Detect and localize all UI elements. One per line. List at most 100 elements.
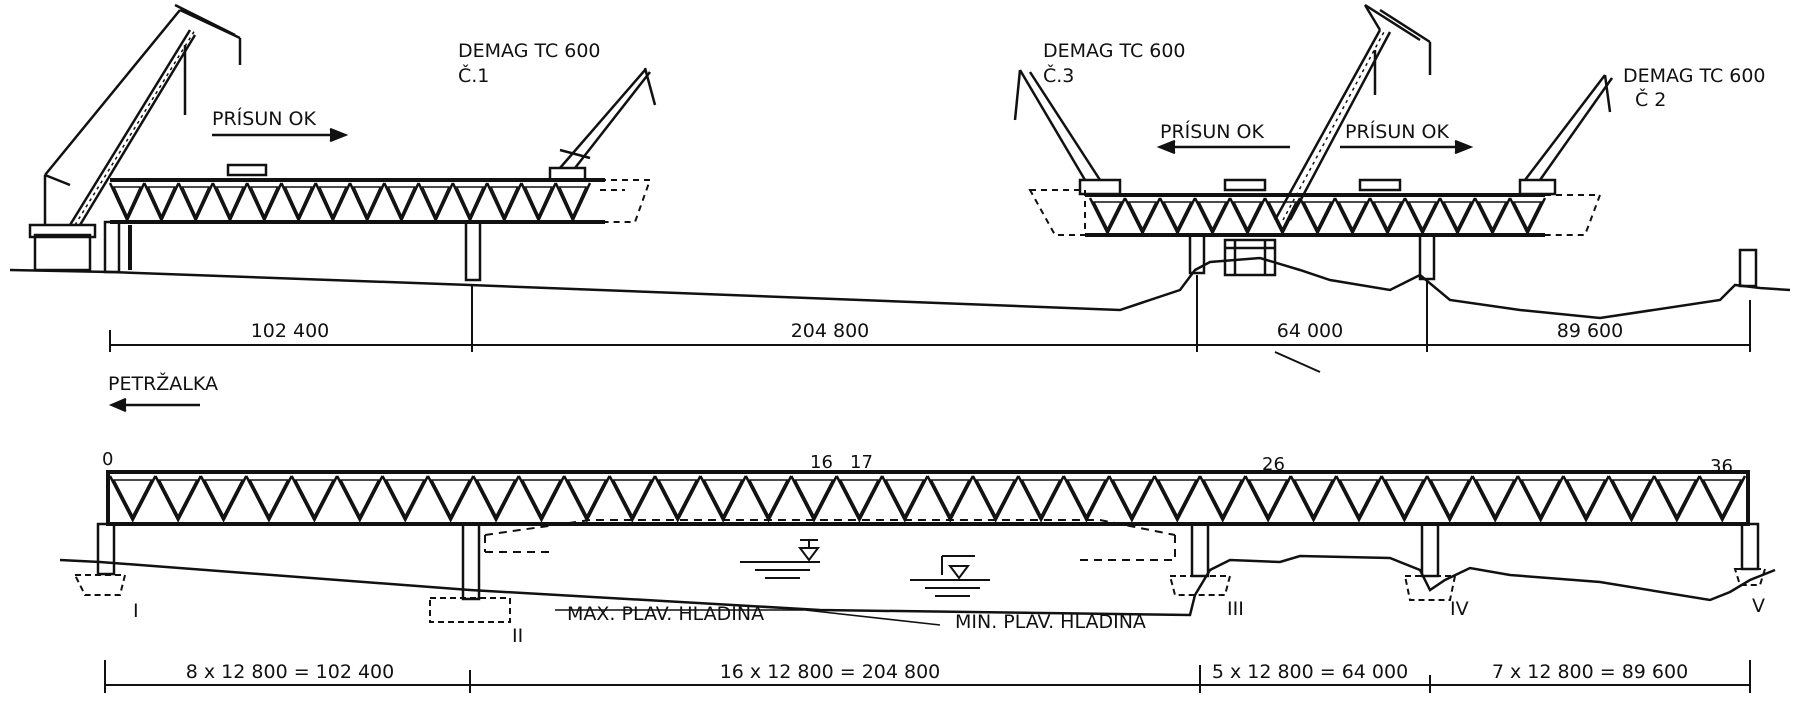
truss-panel bbox=[177, 182, 214, 223]
truss-panel bbox=[1228, 197, 1267, 236]
truss-panel bbox=[1193, 197, 1232, 236]
transport-load-left bbox=[226, 163, 268, 177]
truss-panel-inner bbox=[294, 479, 335, 518]
pier-label-4: IV bbox=[1450, 598, 1469, 620]
truss-panel bbox=[563, 475, 611, 523]
arrow-prisun-right bbox=[1340, 139, 1474, 155]
dim-bottom-4: 7 x 12 800 = 89 600 bbox=[1492, 661, 1688, 683]
truss-panel-inner bbox=[1127, 201, 1158, 231]
truss-panel bbox=[699, 475, 747, 523]
transport-load-right bbox=[1358, 178, 1402, 192]
truss-diagonals-bottom bbox=[108, 475, 1747, 523]
truss-panel bbox=[314, 182, 352, 223]
truss-panel bbox=[1471, 475, 1520, 523]
truss-panel-inner bbox=[566, 479, 607, 518]
dimension-line-top bbox=[109, 275, 1751, 373]
truss-panel bbox=[381, 475, 430, 523]
temporary-supports-bottom bbox=[484, 519, 1176, 561]
truss-panel-inner bbox=[181, 186, 211, 218]
truss-panel bbox=[554, 182, 592, 223]
truss-panel-inner bbox=[421, 186, 451, 218]
truss-panel-inner bbox=[455, 186, 485, 218]
truss-panel-inner bbox=[1702, 479, 1743, 518]
crane-model-c2: DEMAG TC 600 bbox=[1623, 65, 1766, 87]
truss-panel bbox=[1425, 475, 1474, 523]
truss-panel bbox=[199, 475, 248, 523]
truss-panel-inner bbox=[657, 479, 698, 518]
truss-panel-inner bbox=[215, 186, 245, 218]
truss-panel-inner bbox=[1429, 479, 1470, 518]
truss-panel bbox=[517, 475, 566, 523]
truss-panel bbox=[383, 182, 420, 223]
truss-panel-inner bbox=[476, 479, 516, 518]
node-26: 26 bbox=[1262, 454, 1285, 475]
truss-panel-inner bbox=[1162, 201, 1193, 231]
truss-panel-inner bbox=[1339, 479, 1379, 518]
truss-panel bbox=[280, 182, 317, 223]
truss-panel-inner bbox=[884, 479, 925, 518]
truss-panel-inner bbox=[930, 479, 971, 518]
dim-span-4: 89 600 bbox=[1557, 320, 1623, 342]
truss-panel bbox=[108, 475, 157, 523]
truss-panel bbox=[1158, 197, 1197, 236]
truss-panel bbox=[1062, 475, 1111, 523]
truss-panel-inner bbox=[748, 479, 789, 518]
truss-panel bbox=[653, 475, 702, 523]
arrow-prisun-left bbox=[212, 127, 349, 143]
truss-panel-inner bbox=[158, 479, 199, 518]
truss-panel bbox=[1607, 475, 1656, 523]
truss-panel bbox=[1198, 475, 1247, 523]
truss-panel bbox=[926, 475, 975, 523]
truss-panel bbox=[348, 182, 386, 223]
node-36: 36 bbox=[1710, 456, 1733, 477]
truss-panel-inner bbox=[1477, 201, 1508, 231]
truss-panel bbox=[143, 182, 180, 223]
truss-panel bbox=[744, 475, 793, 523]
direction-label: PETRŽALKA bbox=[108, 372, 218, 395]
truss-panel bbox=[290, 475, 339, 523]
truss-panel bbox=[1244, 475, 1292, 523]
pier-label-5: V bbox=[1752, 595, 1765, 617]
truss-panel bbox=[335, 475, 384, 523]
crane-id-c3: Č.3 bbox=[1043, 63, 1074, 87]
truss-panel bbox=[472, 475, 520, 523]
truss-panel-inner bbox=[975, 479, 1016, 518]
truss-panel-inner bbox=[1248, 479, 1289, 518]
truss-panel bbox=[971, 475, 1020, 523]
truss-panel bbox=[520, 182, 557, 223]
water-level-max bbox=[740, 539, 820, 579]
truss-panel-inner bbox=[1520, 479, 1561, 518]
dimension-line-bottom bbox=[104, 660, 1751, 693]
terrain-line-top bbox=[9, 256, 1791, 320]
truss-panel-inner bbox=[558, 186, 588, 218]
erection-stage-view bbox=[9, 3, 1791, 413]
truss-segment-left bbox=[108, 178, 652, 224]
crane-c2 bbox=[1518, 74, 1614, 196]
truss-panel bbox=[154, 475, 202, 523]
truss-panel-inner bbox=[1611, 479, 1652, 518]
arrow-label-right: PRÍSUN OK bbox=[1345, 120, 1449, 143]
node-17: 17 bbox=[850, 452, 873, 473]
truss-panel bbox=[245, 475, 293, 523]
truss-panel bbox=[246, 182, 283, 223]
dim-span-2: 204 800 bbox=[791, 320, 870, 342]
truss-panel bbox=[451, 182, 489, 223]
truss-panel-inner bbox=[1475, 479, 1516, 518]
truss-panel bbox=[1298, 197, 1337, 236]
truss-panel-inner bbox=[1293, 479, 1334, 518]
truss-panel-inner bbox=[489, 186, 519, 218]
truss-panel-inner bbox=[1111, 479, 1152, 518]
truss-panel-inner bbox=[430, 479, 471, 518]
truss-panel bbox=[1403, 197, 1442, 236]
water-level-min bbox=[910, 555, 990, 597]
crane-id-c1: Č.1 bbox=[458, 63, 489, 87]
piers-top bbox=[103, 220, 1758, 288]
truss-panel-inner bbox=[1512, 201, 1543, 231]
tower-crane-right bbox=[1273, 3, 1432, 221]
truss-panel bbox=[790, 475, 838, 523]
truss-panel-inner bbox=[1021, 479, 1061, 518]
dim-bottom-1: 8 x 12 800 = 102 400 bbox=[186, 661, 394, 683]
truss-panel bbox=[1017, 475, 1065, 523]
truss-panel-inner bbox=[1157, 479, 1198, 518]
